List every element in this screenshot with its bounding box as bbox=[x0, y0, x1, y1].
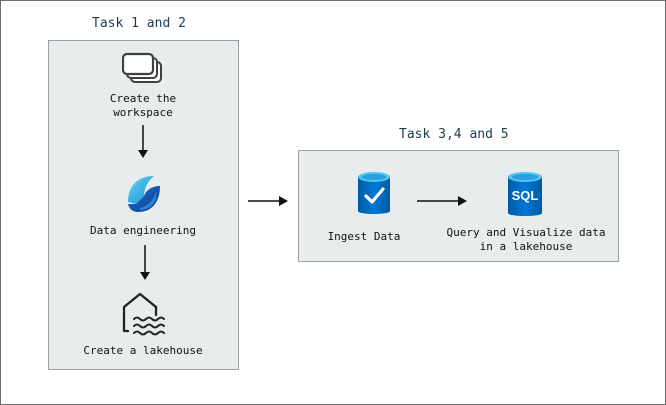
step-create-lakehouse-label: Create a lakehouse bbox=[83, 344, 203, 357]
step-create-workspace-label: Create the workspace bbox=[93, 92, 193, 120]
group-2-title: Task 3,4 and 5 bbox=[399, 127, 509, 142]
sql-cylinder-shape bbox=[508, 172, 542, 216]
arrow-right bbox=[248, 196, 288, 206]
arrow-down bbox=[140, 245, 150, 280]
step-label-line: workspace bbox=[113, 106, 173, 119]
data-engineering-icon bbox=[128, 176, 160, 212]
sql-database-icon: SQL bbox=[506, 170, 544, 220]
step-label-line: Query and Visualize data bbox=[446, 226, 606, 239]
step-data-engineering-label: Data engineering bbox=[90, 224, 196, 237]
lakehouse-icon bbox=[122, 292, 165, 336]
arrow-down bbox=[138, 125, 148, 158]
workspace-icon bbox=[122, 52, 162, 83]
step-query-visualize-label: Query and Visualize data in a lakehouse bbox=[441, 226, 611, 254]
ingest-data-icon bbox=[358, 172, 390, 214]
step-label-line: Create the bbox=[109, 92, 177, 105]
group-1-title: Task 1 and 2 bbox=[92, 16, 186, 31]
step-label-line: in a lakehouse bbox=[479, 240, 573, 253]
sql-icon-text: SQL bbox=[511, 188, 539, 203]
step-ingest-data-label: Ingest Data bbox=[327, 230, 401, 243]
arrow-right bbox=[417, 196, 467, 206]
group-2-panel bbox=[298, 150, 619, 262]
